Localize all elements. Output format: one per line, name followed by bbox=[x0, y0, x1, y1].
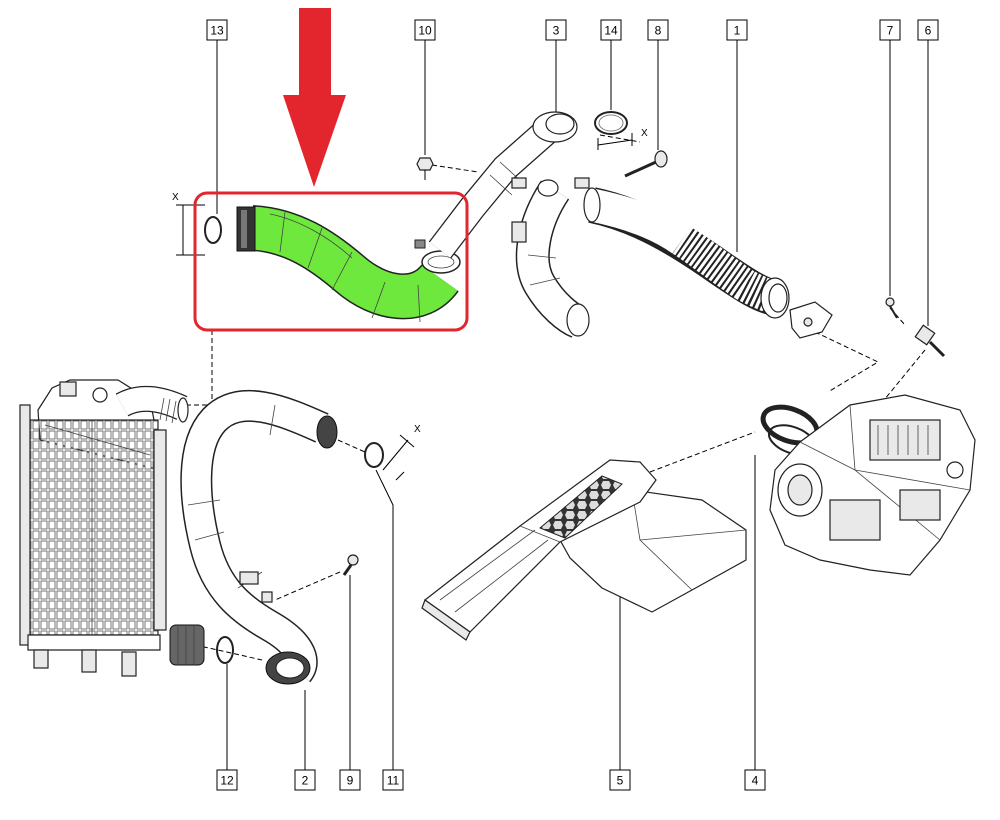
air-intake-duct bbox=[421, 459, 747, 641]
callout-8-label: 8 bbox=[655, 24, 662, 38]
highlight-frame bbox=[193, 191, 469, 332]
hose-end-coupling bbox=[236, 206, 256, 252]
callout-14-label: 14 bbox=[604, 24, 618, 38]
callout-10-label: 10 bbox=[418, 24, 432, 38]
callout-9: 9 bbox=[339, 769, 361, 791]
callout-11: 11 bbox=[382, 769, 404, 791]
callout-7: 7 bbox=[879, 19, 901, 41]
dimension-label: X bbox=[172, 192, 179, 203]
leader-lines bbox=[216, 40, 929, 770]
upper-air-pipe bbox=[428, 111, 578, 259]
callout-9-label: 9 bbox=[347, 774, 354, 788]
leader-11 bbox=[375, 469, 394, 770]
callout-12-label: 12 bbox=[220, 774, 234, 788]
callout-7-label: 7 bbox=[887, 24, 894, 38]
callout-4-label: 4 bbox=[752, 774, 759, 788]
callout-1-label: 1 bbox=[734, 24, 741, 38]
callout-2: 2 bbox=[294, 769, 316, 791]
callout-3-label: 3 bbox=[553, 24, 560, 38]
coupling-12 bbox=[169, 624, 205, 666]
callouts-top-row: 13 10 3 14 8 1 7 6 bbox=[206, 19, 939, 41]
bolt-7 bbox=[885, 297, 898, 319]
callout-4: 4 bbox=[744, 769, 766, 791]
o-ring-13 bbox=[204, 216, 222, 244]
callouts-bottom-row: 12 2 9 11 5 4 bbox=[216, 769, 766, 791]
dimension-label: X bbox=[641, 128, 648, 139]
turbo-housing bbox=[769, 394, 976, 576]
bolt-9 bbox=[342, 554, 359, 576]
callout-5-label: 5 bbox=[617, 774, 624, 788]
o-ring-11 bbox=[364, 442, 384, 468]
callout-8: 8 bbox=[647, 19, 669, 41]
dimension-mark-left: X bbox=[172, 192, 205, 256]
bolt-10 bbox=[416, 157, 434, 180]
mounting-bracket bbox=[789, 301, 833, 339]
highlight-arrow bbox=[283, 8, 346, 187]
callout-11-label: 11 bbox=[387, 774, 400, 788]
intercooler-outlet-pipe bbox=[115, 385, 189, 424]
callout-2-label: 2 bbox=[302, 774, 309, 788]
callout-6: 6 bbox=[917, 19, 939, 41]
dimension-mark-top: X bbox=[597, 128, 648, 150]
callout-3: 3 bbox=[545, 19, 567, 41]
intercooler bbox=[19, 379, 167, 677]
callout-13-label: 13 bbox=[210, 24, 224, 38]
sensor-6 bbox=[914, 324, 946, 358]
callout-6-label: 6 bbox=[925, 24, 932, 38]
elbow-hose bbox=[511, 177, 590, 338]
callout-10: 10 bbox=[414, 19, 436, 41]
o-ring-12 bbox=[216, 636, 234, 664]
callout-5: 5 bbox=[609, 769, 631, 791]
highlighted-intercooler-hose bbox=[250, 205, 459, 323]
corrugated-air-hose bbox=[583, 187, 790, 319]
o-ring-14 bbox=[594, 111, 628, 135]
callout-1: 1 bbox=[726, 19, 748, 41]
dimension-label: X bbox=[414, 424, 421, 435]
callout-14: 14 bbox=[600, 19, 622, 41]
dimension-mark-middle: X bbox=[382, 424, 421, 481]
bolt-8 bbox=[624, 150, 668, 178]
callout-12: 12 bbox=[216, 769, 238, 791]
lower-intercooler-hose bbox=[180, 390, 338, 685]
callout-13: 13 bbox=[206, 19, 228, 41]
